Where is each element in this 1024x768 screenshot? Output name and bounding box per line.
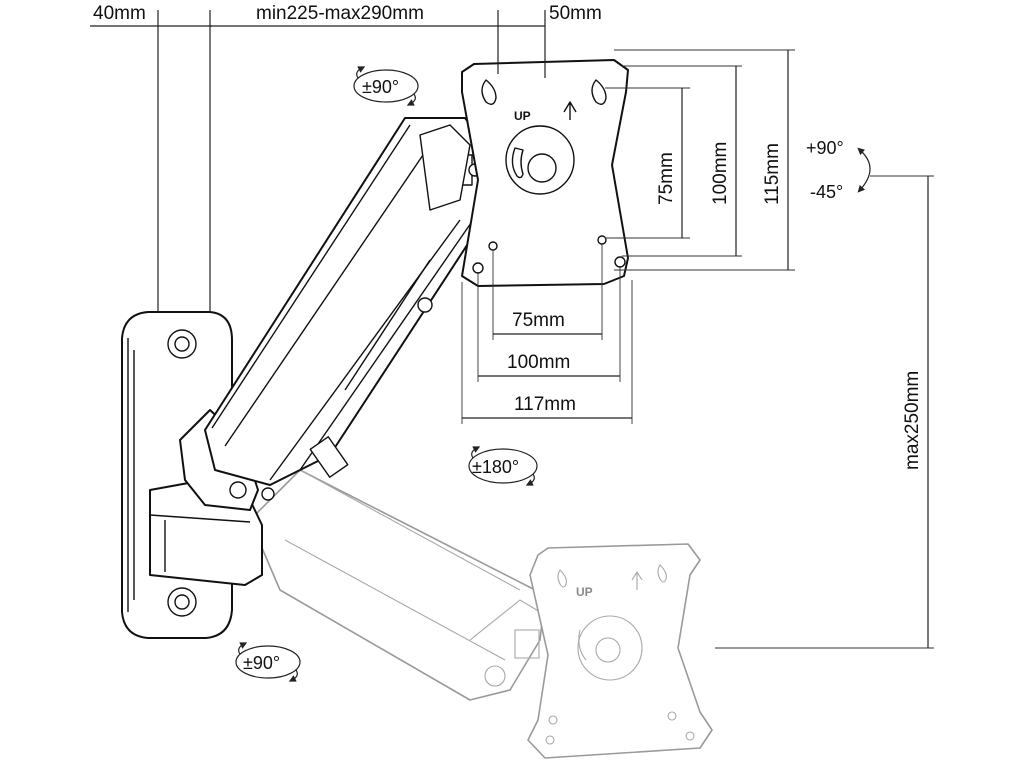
tilt-down-label: -45°: [810, 182, 843, 202]
tilt-up-label: +90°: [806, 138, 844, 158]
vesa-plate: UP: [461, 59, 629, 287]
swivel-top-label: ±90°: [362, 77, 399, 97]
gas-spring-arm: [204, 117, 491, 486]
vesa-height-dimensions: 75mm 100mm 115mm: [605, 49, 795, 271]
plate-w117-label: 117mm: [514, 394, 576, 415]
vesa-w75-label: 75mm: [512, 310, 565, 331]
plate-h115-label: 115mm: [762, 143, 783, 205]
vesa-h100-label: 100mm: [710, 142, 731, 205]
arm-offset-label: 40mm: [93, 3, 146, 24]
rotation-badge: ±180°: [468, 446, 538, 486]
rotation-label: ±180°: [472, 457, 519, 477]
plate-offset-label: 50mm: [549, 3, 602, 24]
vesa-width-dimensions: 75mm 100mm 117mm: [461, 244, 633, 424]
max-height-label: max250mm: [902, 371, 923, 470]
swivel-top-badge: ±90°: [353, 66, 419, 106]
arm-length-label: min225-max290mm: [256, 3, 424, 24]
up-mark: UP: [514, 109, 531, 123]
swivel-bottom-badge: ±90°: [235, 642, 301, 682]
ghost-vesa-plate: UP: [527, 543, 713, 759]
top-dimensions: 40mm min225-max290mm 50mm: [90, 3, 602, 312]
up-mark-ghost: UP: [576, 585, 593, 599]
max-height-dimension: max250mm: [715, 175, 934, 649]
swivel-bottom-label: ±90°: [243, 653, 280, 673]
ghost-arm-lowered: [249, 469, 546, 701]
vesa-h75-label: 75mm: [656, 152, 677, 205]
tilt-indicator: +90° -45°: [806, 138, 871, 202]
vesa-w100-label: 100mm: [507, 352, 570, 373]
